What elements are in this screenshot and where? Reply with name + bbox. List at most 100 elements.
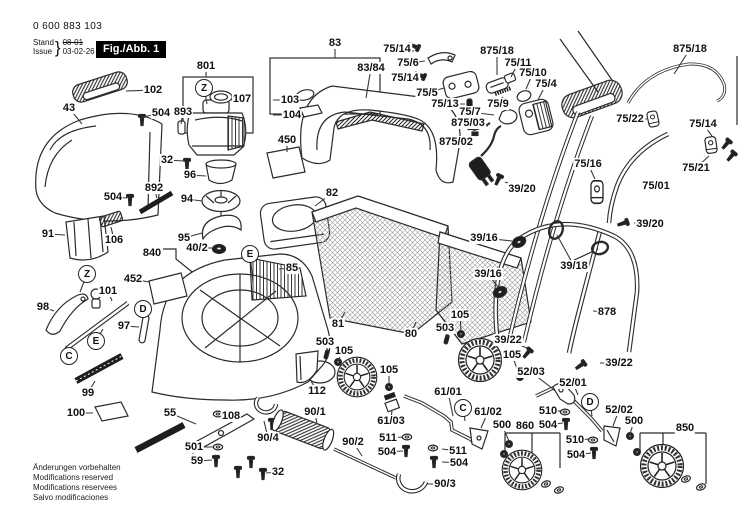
part-callout-90-1: 90/1 <box>303 406 327 418</box>
part-callout-61-01: 61/01 <box>433 386 463 398</box>
part-callout-75-11: 75/11 <box>503 57 533 69</box>
disclaimer-line-es: Salvo modificaciones <box>33 493 109 502</box>
part-callout-893: 893 <box>172 106 194 118</box>
part-callout-39-20: 39/20 <box>635 218 665 230</box>
part-callout-75-14: 75/14 <box>382 43 412 55</box>
assembly-marker-C: C <box>60 347 78 365</box>
assembly-marker-Z: Z <box>195 79 213 97</box>
part-callout-850: 850 <box>674 422 696 434</box>
part-callout-875-18: 875/18 <box>672 43 708 55</box>
part-callout-80: 80 <box>403 328 419 340</box>
revision-labels: Stand Issue <box>33 38 54 56</box>
part-callout-39-20: 39/20 <box>507 183 537 195</box>
part-callout-39-18: 39/18 <box>559 260 589 272</box>
part-callout-108: 108 <box>220 410 242 422</box>
part-callout-39-16: 39/16 <box>473 268 503 280</box>
part-callout-52-02: 52/02 <box>604 404 634 416</box>
part-callout-52-03: 52/03 <box>516 366 546 378</box>
part-callout-504: 504 <box>376 446 398 458</box>
part-callout-503: 503 <box>314 336 336 348</box>
part-callout-75-01: 75/01 <box>641 180 671 192</box>
part-callout-450: 450 <box>276 134 298 146</box>
part-callout-32: 32 <box>159 154 175 166</box>
part-callout-75-10: 75/10 <box>518 67 548 79</box>
part-callout-452: 452 <box>122 273 144 285</box>
part-callout-511: 511 <box>378 432 398 444</box>
part-callout-59: 59 <box>189 455 205 467</box>
part-callout-106: 106 <box>103 234 125 246</box>
assembly-marker-C: C <box>454 399 472 417</box>
part-callout-98: 98 <box>35 301 51 313</box>
part-callout-75-16: 75/16 <box>573 158 603 170</box>
part-callout-840: 840 <box>141 247 163 259</box>
part-callout-105: 105 <box>378 364 400 376</box>
part-callout-75-4: 75/4 <box>534 78 558 90</box>
part-callout-55: 55 <box>162 407 178 419</box>
part-callout-97: 97 <box>116 320 132 332</box>
part-callout-95: 95 <box>176 232 192 244</box>
part-callout-39-16: 39/16 <box>469 232 499 244</box>
part-callout-860: 860 <box>514 420 536 432</box>
part-callout-75-6: 75/6 <box>396 57 420 69</box>
part-callout-801: 801 <box>195 60 217 72</box>
disclaimer-line-de: Änderungen vorbehalten <box>33 463 121 472</box>
part-callout-90-3: 90/3 <box>433 478 457 490</box>
part-callout-39-22: 39/22 <box>604 357 634 369</box>
part-callout-875-03: 875/03 <box>450 117 486 129</box>
assembly-marker-D: D <box>134 300 152 318</box>
part-callout-105: 105 <box>333 345 355 357</box>
part-callout-61-03: 61/03 <box>376 415 406 427</box>
part-callout-85: 85 <box>284 262 300 274</box>
part-callout-510: 510 <box>537 405 559 417</box>
part-callout-75-14: 75/14 <box>688 118 718 130</box>
revision-old-date: 08-01 <box>62 38 84 47</box>
revision-dates: 08-01 03-02-26 <box>63 38 95 56</box>
part-callout-75-9: 75/9 <box>486 98 510 110</box>
revision-block: Stand Issue } 08-01 03-02-26 <box>33 38 95 56</box>
part-callout-75-7: 75/7 <box>458 106 482 118</box>
part-callout-96: 96 <box>182 169 198 181</box>
part-callout-501: 501 <box>183 441 205 453</box>
part-callout-503: 503 <box>434 322 456 334</box>
disclaimer-block: Änderungen vorbehalten Modifications res… <box>33 463 121 503</box>
part-callout-75-13: 75/13 <box>430 98 460 110</box>
part-callout-43: 43 <box>61 102 77 114</box>
assembly-marker-E: E <box>241 245 259 263</box>
part-callout-75-14: 75/14 <box>390 72 420 84</box>
part-callout-112: 112 <box>307 385 327 397</box>
part-callout-39-22: 39/22 <box>493 334 523 346</box>
part-callout-104: 104 <box>281 109 303 121</box>
part-callout-90-2: 90/2 <box>341 436 365 448</box>
stand-label: Stand <box>33 38 54 47</box>
part-callout-504: 504 <box>565 449 587 461</box>
part-callout-510: 510 <box>564 434 586 446</box>
part-callout-875-18: 875/18 <box>479 45 515 57</box>
part-callout-504: 504 <box>102 191 124 203</box>
part-callout-75-22: 75/22 <box>615 113 645 125</box>
revision-date: 03-02-26 <box>62 47 95 56</box>
assembly-marker-Z: Z <box>78 265 96 283</box>
part-callout-75-21: 75/21 <box>681 162 711 174</box>
document-number: 0 600 883 103 <box>33 21 103 32</box>
part-callout-892: 892 <box>143 182 165 194</box>
assembly-marker-D: D <box>581 393 599 411</box>
part-callout-103: 103 <box>279 94 301 106</box>
part-callout-100: 100 <box>65 407 87 419</box>
part-callout-90-4: 90/4 <box>256 432 280 444</box>
part-callout-504: 504 <box>448 457 470 469</box>
issue-label: Issue <box>33 47 53 56</box>
part-callout-107: 107 <box>231 93 253 105</box>
part-callout-102: 102 <box>142 84 164 96</box>
part-callout-32: 32 <box>270 466 286 478</box>
part-callout-83: 83 <box>327 37 343 49</box>
part-callout-101: 101 <box>97 285 119 297</box>
part-callout-511: 511 <box>448 445 468 457</box>
part-callout-500: 500 <box>491 419 513 431</box>
part-callout-105: 105 <box>501 349 523 361</box>
part-callout-83-84: 83/84 <box>356 62 386 74</box>
part-callout-94: 94 <box>179 193 195 205</box>
assembly-marker-E: E <box>87 332 105 350</box>
disclaimer-line-fr: Modifications reservees <box>33 483 118 492</box>
